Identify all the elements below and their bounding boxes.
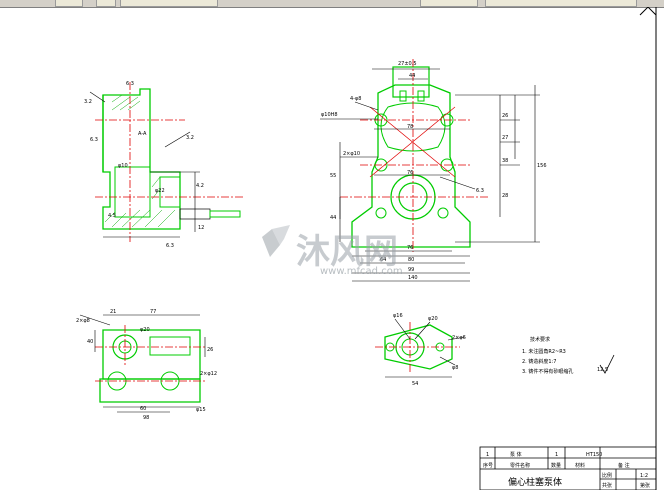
callout: φ15 <box>196 407 206 413</box>
note-item: 2. 铸造斜度1:7 <box>522 358 556 365</box>
toolbar-combo[interactable] <box>120 0 218 7</box>
front-view: 27±0.5 44 78 76 76 26 27 38 28 55 44 64 … <box>320 59 547 282</box>
detail-view: φ16 φ20 54 φ8 2×φ6 <box>375 313 466 387</box>
dim-label: φ10 <box>118 163 128 169</box>
dim-label: 140 <box>408 275 418 281</box>
dim-label: 76 <box>407 245 413 251</box>
dim-top: 27±0.5 <box>398 61 417 67</box>
roughness-label: 6.3 <box>166 243 174 249</box>
tb-drawing-title: 偏心柱塞泵体 <box>508 476 562 488</box>
dim-label: 12 <box>198 225 204 231</box>
toolbar-button[interactable] <box>96 0 116 7</box>
callout: φ8 <box>452 365 458 371</box>
callout: φ20 <box>428 316 438 322</box>
roughness-label: 4.5 <box>108 213 116 219</box>
dim-label: 28 <box>502 193 508 199</box>
callout: 2×φ12 <box>200 371 217 377</box>
dim-label: 55 <box>330 173 336 179</box>
dim-label: 156 <box>537 163 547 169</box>
dim-label: 54 <box>412 381 418 387</box>
dim-label: 40 <box>87 339 93 345</box>
tb-header: 备 注 <box>618 462 630 469</box>
dim-label: 64 <box>380 257 386 263</box>
callout: A-A <box>138 131 147 137</box>
roughness-label: 3.2 <box>84 99 92 105</box>
tb-sheet-label: 共张 <box>602 482 612 489</box>
technical-notes: 技术要求 1. 未注圆角R2~R3 2. 铸造斜度1:7 3. 铸件不得有砂眼缩… <box>522 336 573 375</box>
tb-qty: 1 <box>555 452 558 458</box>
callout: 2×φ10 <box>343 151 360 157</box>
bottom-view: 21 77 98 60 40 26 2×φ8 φ20 2×φ12 φ15 <box>76 309 217 421</box>
callout: 2×φ8 <box>76 318 90 324</box>
tb-scale-value: 1:2 <box>640 473 648 479</box>
tb-part: 泵 体 <box>510 451 522 458</box>
dim-label: 26 <box>502 113 508 119</box>
toolbar-button[interactable] <box>55 0 83 7</box>
callout: φ22 <box>155 188 165 194</box>
dim-label: 26 <box>207 347 213 353</box>
note-item: 1. 未注圆角R2~R3 <box>522 348 566 355</box>
tb-scale-label: 比例 <box>602 472 612 479</box>
roughness-label: 6.3 <box>90 137 98 143</box>
roughness-symbol: 12.5 <box>597 354 615 374</box>
callout: 4-φ8 <box>350 96 361 102</box>
callout: φ20 <box>140 327 150 333</box>
roughness-label: 3.2 <box>186 135 194 141</box>
dim-label: 38 <box>502 158 508 164</box>
dim-label: 98 <box>143 415 149 421</box>
dim-label: 44 <box>330 215 336 221</box>
tb-header: 数量 <box>551 462 561 469</box>
callout: 6.3 <box>476 188 484 194</box>
toolbar-combo[interactable] <box>420 0 478 7</box>
watermark: 沐风网 www.mfcad.com <box>262 225 403 277</box>
dim-label: 44 <box>409 73 415 79</box>
note-item: 3. 铸件不得有砂眼缩孔 <box>522 368 573 375</box>
callout: φ10H8 <box>321 112 338 118</box>
dim-label: 77 <box>150 309 156 315</box>
scroll-up-arrow-icon[interactable] <box>639 7 657 16</box>
dim-label: 80 <box>408 257 414 263</box>
tb-header: 零件名称 <box>510 462 530 469</box>
roughness-label: 4.2 <box>196 183 204 189</box>
tb-material: HT150 <box>586 452 602 458</box>
dim-label: 60 <box>140 406 146 412</box>
dim-label: 76 <box>407 170 413 176</box>
dim-label: 78 <box>407 124 413 130</box>
roughness-value: 12.5 <box>597 367 608 373</box>
toolbar-combo[interactable] <box>485 0 637 7</box>
watermark-url: www.mfcad.com <box>320 266 403 277</box>
tb-header: 材料 <box>575 462 585 469</box>
dim-label: 99 <box>408 267 414 273</box>
side-view: 6.3 3.2 6.3 3.2 4.5 4.2 6.3 12 φ10 A-A φ… <box>84 81 245 249</box>
watermark-brand: 沐风网 <box>296 232 398 272</box>
callout: 2×φ6 <box>452 335 466 341</box>
tb-index: 1 <box>486 452 489 458</box>
tb-sheet-value: 第张 <box>640 482 650 489</box>
dim-label: 21 <box>110 309 116 315</box>
notes-title: 技术要求 <box>530 336 550 343</box>
toolbar-strip <box>0 0 664 8</box>
title-block <box>479 446 657 490</box>
roughness-label: 6.3 <box>126 81 134 87</box>
tb-header: 序号 <box>483 462 493 469</box>
cad-drawing-canvas[interactable]: 27±0.5 44 78 76 76 26 27 38 28 55 44 64 … <box>0 7 664 490</box>
callout: φ16 <box>393 313 403 319</box>
dim-label: 27 <box>502 135 508 141</box>
